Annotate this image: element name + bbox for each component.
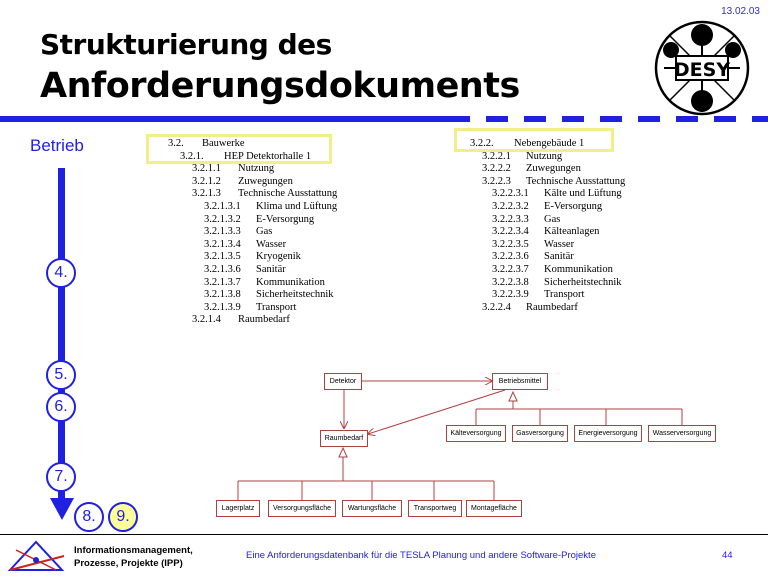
title-line-1: Strukturierung des [40,28,332,61]
title-rule-dash [638,116,660,122]
step-8: 8. [74,502,104,532]
title-rule-dash [676,116,698,122]
uml-lagerplatz: Lagerplatz [216,500,260,517]
title-rule-dash [524,116,546,122]
generalization-triangle-icon [338,446,348,458]
footer-org: Informationsmanagement, Prozesse, Projek… [74,544,193,570]
ipp-logo-icon [7,540,65,571]
page-number: 44 [722,550,733,561]
title-rule-dash [600,116,622,122]
uml-transportweg: Transportweg [408,500,462,517]
betrieb-label: Betrieb [30,136,84,155]
highlight-left [146,134,332,164]
outline-row: 3.2.2.Nebengebäude 1 [470,138,585,149]
uml-kaelteversorgung: Kälteversorgung [446,425,506,442]
generalization-triangle-icon [508,390,518,402]
footer-subtitle: Eine Anforderungsdatenbank für die TESLA… [246,550,596,561]
title-line-2: Anforderungsdokuments [40,66,520,106]
date: 13.02.03 [721,6,760,17]
step-9: 9. [108,502,138,532]
outline-row: 3.2.1.HEP Detektorhalle 1 [180,150,312,162]
assoc-betriebsmittel-raumbedarf [368,389,506,434]
step-5: 5. [46,360,76,390]
uml-versorgungsflaeche: Versorgungsfläche [268,500,336,517]
step-6: 6. [46,392,76,422]
outline-row: 3.2.Bauwerke [168,138,245,149]
desy-logo: DESY [654,20,750,116]
step-7: 7. [46,462,76,492]
uml-betriebsmittel: Betriebsmittel [492,373,548,390]
timeline-arrow-icon [50,498,74,520]
uml-raumbedarf: Raumbedarf [320,430,368,447]
uml-energieversorgung: Energieversorgung [574,425,642,442]
uml-wartungsflaeche: Wartungsfläche [342,500,402,517]
title-rule-dash [752,116,768,122]
footer-org-line1: Informationsmanagement, [74,545,193,556]
footer-org-line2: Prozesse, Projekte (IPP) [74,558,183,569]
highlight-right [454,128,614,152]
title-rule [0,116,470,122]
footer-rule [0,534,768,535]
title-rule-dash [714,116,736,122]
title-rule-dash [486,116,508,122]
step-4: 4. [46,258,76,288]
outline-left: 3.2.Bauwerke 3.2.1.HEP Detektorhalle 1 3… [168,138,337,327]
timeline-bar [58,168,65,500]
uml-gasversorgung: Gasversorgung [512,425,568,442]
logo-text: DESY [674,59,730,81]
uml-detektor: Detektor [324,373,362,390]
uml-montageflaeche: Montagefläche [466,500,522,517]
title-rule-dash [562,116,584,122]
uml-wasserversorgung: Wasserversorgung [648,425,716,442]
